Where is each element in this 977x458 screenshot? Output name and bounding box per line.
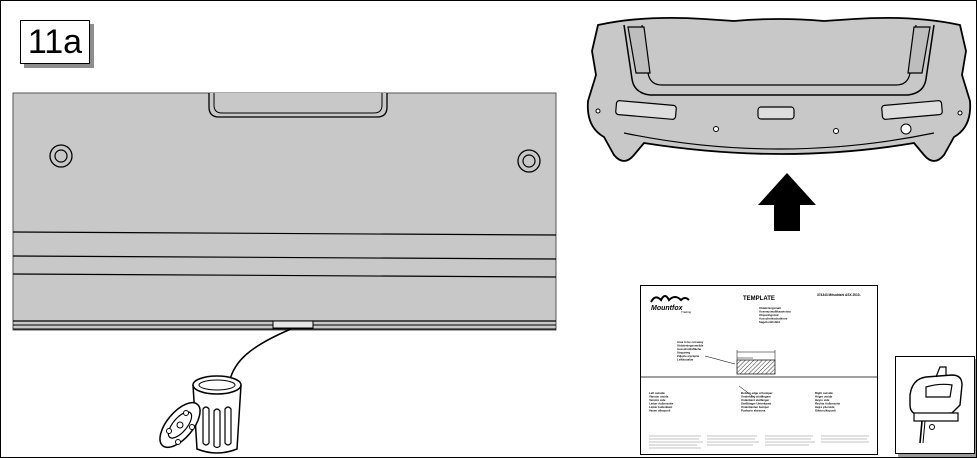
jigsaw-icon	[909, 366, 963, 444]
template-logo-sub: Trading	[681, 310, 691, 314]
template-line: Sagehsnittsbild	[759, 320, 780, 324]
trash-bin-icon	[192, 375, 242, 454]
cut-label: Utskärningsområde	[677, 344, 704, 348]
template-line: Ausschnittschablone	[759, 317, 788, 321]
left-outside-label: Left outside	[649, 391, 665, 395]
cut-label: Utsparing	[677, 351, 690, 355]
bumper-closeup	[12, 92, 557, 385]
cover-cap-icon	[159, 401, 201, 449]
right-outside-label: Høyre side	[815, 398, 830, 402]
bumper-panel-surface	[12, 92, 557, 331]
rear-bumper-icon	[586, 16, 972, 162]
cover-plug	[272, 320, 314, 329]
drilling-template: Mountfox Trading TEMPLATE 374343 Mitsubi…	[640, 285, 878, 455]
cut-label: Area to be cut away	[677, 340, 704, 344]
step-label: 11a	[20, 20, 90, 64]
parking-sensor-right	[517, 149, 541, 173]
bottom-edge-label: Underkant stötfångare	[741, 395, 771, 399]
left-outside-label: Vänster utsida	[649, 395, 669, 399]
template-model: 374343 Mitsubishi ASX 2010-	[817, 293, 861, 297]
arrow-up-icon	[758, 173, 816, 231]
template-title: TEMPLATE	[743, 296, 775, 302]
bottom-edge-label: Stoßfänger Unterkante	[741, 402, 772, 406]
cut-label: Leikkuualue	[677, 358, 694, 362]
right-outside-label: Right outside	[815, 391, 833, 395]
cut-area	[736, 359, 776, 375]
template-logo: Mountfox	[651, 305, 684, 312]
left-outside-label: Vasen ulkopuoli	[649, 409, 671, 413]
bottom-edge-label: Bottom edge of bumper	[741, 391, 773, 395]
right-outside-label: Höger utsida	[815, 395, 833, 399]
parking-sensor-left	[49, 144, 73, 168]
left-outside-label: Venstre side	[649, 398, 666, 402]
right-outside-label: Højre yderside	[815, 405, 835, 409]
right-outside-label: Rechte Außenseite	[815, 402, 841, 406]
cut-label: Ausschnittsfläche	[677, 347, 702, 351]
bottom-edge-label: Underkant støtfanger	[741, 398, 770, 402]
cut-label: Zdjęcie wycięcia	[677, 354, 699, 358]
template-line: Utsparingsmal	[759, 313, 779, 317]
bottom-edge-label: Puskurin alareuna	[741, 409, 766, 413]
template-line: Utskärningsmall	[759, 306, 781, 310]
template-line: Asennusmallikaavioista	[759, 310, 791, 314]
left-outside-label: Linker buitenkant	[649, 405, 672, 409]
jigsaw-tool-box	[895, 356, 975, 454]
bottom-edge-label: Underkanten bumper	[741, 405, 770, 409]
right-outside-label: Oikea ulkopuoli	[815, 409, 836, 413]
left-outside-label: Linker Außenseite	[649, 402, 674, 406]
